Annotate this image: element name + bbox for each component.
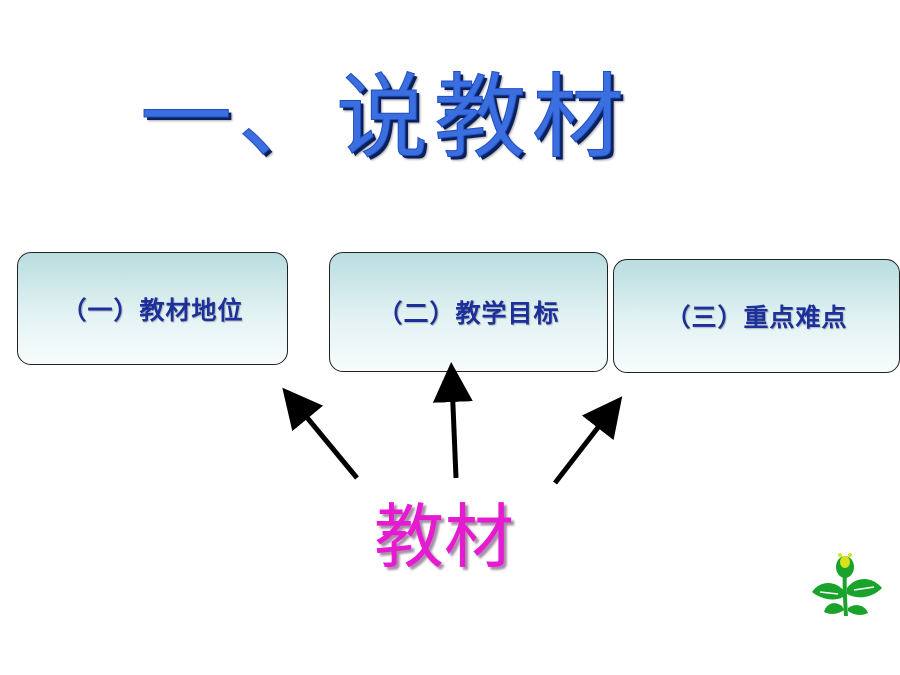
right-arrow-icon [553, 396, 623, 485]
topic-box-label: （二）教学目标 [377, 299, 560, 328]
left-arrow-icon [282, 387, 359, 480]
center-word: 教材 [374, 496, 514, 578]
topic-box-label: （三）重点难点 [665, 303, 848, 332]
slide-title: 一、说教材 [140, 64, 631, 172]
topic-box-textbook-position[interactable]: （一）教材地位 [17, 252, 288, 365]
topic-box-teaching-goals[interactable]: （二）教学目标 [329, 252, 608, 372]
flower-sprout-icon [812, 553, 882, 617]
topic-box-key-difficult-points[interactable]: （三）重点难点 [613, 259, 900, 373]
topic-box-label: （一）教材地位 [61, 295, 244, 325]
middle-arrow-icon [432, 362, 473, 479]
